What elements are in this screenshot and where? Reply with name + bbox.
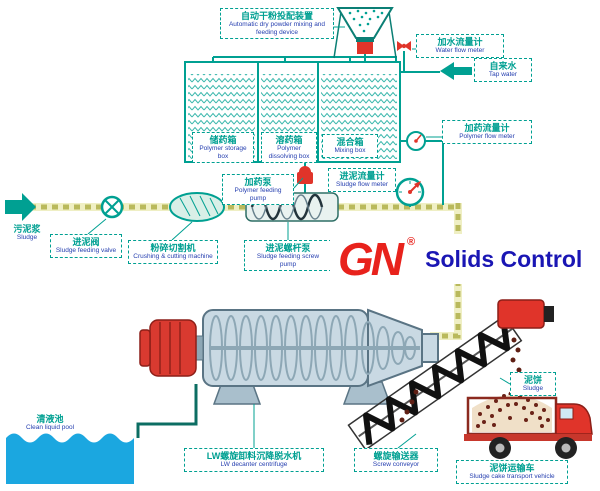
label-water-flow-meter-en: Water flow meter [435,47,485,55]
powder-dots [348,9,384,33]
label-sludge-valve-en: Sludge feeding valve [55,247,117,255]
centrate-pipe [136,384,198,438]
label-polymer-storage-en: Polymer storage box [199,145,247,160]
tap-water-arrow [440,62,472,80]
water-flow-meter-icon [397,41,411,51]
label-tap-water-zh: 自来水 [489,61,517,71]
label-sludge-cake: 泥饼 Sludge [510,372,556,396]
label-water-flow-meter-zh: 加水流量计 [437,37,483,47]
label-dry-powder-zh: 自动干粉投配装置 [240,11,313,21]
truck [464,392,593,459]
label-sludge-flow-meter-en: Sludge flow meter [335,181,389,189]
label-sludge-valve: 进泥阀 Sludge feeding valve [50,234,122,258]
label-polymer-dissolving: 溶药箱 Polymer dissolving box [261,132,317,164]
label-truck: 泥饼运输车 Sludge cake transport vehicle [456,460,568,484]
label-polymer-storage-zh: 储药箱 [209,135,237,145]
label-crusher-en: Crushing & cutting machine [133,253,213,261]
label-sludge-cake-en: Sludge [522,385,544,393]
sludge-flow-meter-icon [395,177,425,207]
decanter-centrifuge [139,308,439,405]
polymer-pump-icon [297,166,313,184]
label-mixing-box-en: Mixing box [334,147,366,155]
leader-lines [87,26,511,449]
label-mixing-box-zh: 混合箱 [336,137,364,147]
brand-logo: GN ® Solids Control [330,233,591,285]
label-crusher-zh: 粉碎切割机 [150,243,196,253]
label-sludge-flow-meter-zh: 进泥流量计 [339,171,385,181]
label-sludge-in-en: Sludge [16,234,38,242]
sludge-valve-icon [100,195,124,219]
label-polymer-dissolving-en: Polymer dissolving box [268,145,310,160]
label-screw-conveyor-zh: 螺旋输送器 [373,451,419,461]
label-clean-pool: 清液池 Clean liquid pool [10,412,90,434]
label-crusher: 粉碎切割机 Crushing & cutting machine [128,240,218,264]
brand-name-text: Solids Control [425,245,583,272]
conveyor-motor [497,299,545,329]
crusher-icon [169,192,225,222]
label-sludge-valve-zh: 进泥阀 [72,237,100,247]
screw-conveyor-icon [347,299,554,451]
hopper-gate [357,42,373,54]
label-mixing-box: 混合箱 Mixing box [322,134,378,158]
label-decanter-zh: LW螺旋卸料沉降脱水机 [206,451,302,461]
dry-powder-hopper [333,7,397,59]
label-polymer-storage: 储药箱 Polymer storage box [192,132,254,164]
label-sludge-in-zh: 污泥浆 [13,224,41,234]
label-water-flow-meter: 加水流量计 Water flow meter [416,34,504,58]
label-truck-zh: 泥饼运输车 [489,463,535,473]
label-screw-pump-zh: 进泥螺杆泵 [265,243,311,253]
label-screw-pump-en: Sludge feeding screw pump [256,253,320,268]
brand-gn-text: GN [338,233,404,285]
label-screw-conveyor-en: Screw conveyor [372,461,420,469]
label-screw-pump: 进泥螺杆泵 Sludge feeding screw pump [244,240,332,272]
label-decanter: LW螺旋卸料沉降脱水机 LW decanter centrifuge [184,448,324,472]
label-polymer-pump: 加药泵 Polymer feeding pump [222,174,294,206]
screw-flights [209,315,416,381]
label-polymer-flow-meter: 加药流量计 Polymer flow meter [442,120,532,144]
clean-liquid-pool [6,433,134,484]
label-sludge-flow-meter: 进泥流量计 Sludge flow meter [328,168,396,192]
label-sludge-in: 污泥浆 Sludge [4,222,50,244]
label-dry-powder: 自动干粉投配装置 Automatic dry powder mixing and… [220,8,334,40]
polymer-flow-meter-icon [406,131,426,151]
label-clean-pool-en: Clean liquid pool [25,424,75,432]
sludge-inlet-arrow [5,193,36,221]
label-polymer-flow-meter-zh: 加药流量计 [464,123,510,133]
label-screw-conveyor: 螺旋输送器 Screw conveyor [354,448,438,472]
centrifuge-motor [139,319,197,377]
label-polymer-pump-en: Polymer feeding pump [234,187,282,202]
label-polymer-flow-meter-en: Polymer flow meter [459,133,515,141]
registered-mark-icon: ® [407,236,416,248]
label-tap-water: 自来水 Tap water [474,58,532,82]
label-tap-water-en: Tap water [488,71,518,79]
label-truck-en: Sludge cake transport vehicle [469,473,555,481]
label-polymer-pump-zh: 加药泵 [244,177,272,187]
label-decanter-en: LW decanter centrifuge [220,461,288,469]
label-polymer-dissolving-zh: 溶药箱 [275,135,303,145]
label-sludge-cake-zh: 泥饼 [523,375,542,385]
label-dry-powder-en: Automatic dry powder mixing and feeding … [228,21,326,36]
label-clean-pool-zh: 清液池 [36,414,64,424]
